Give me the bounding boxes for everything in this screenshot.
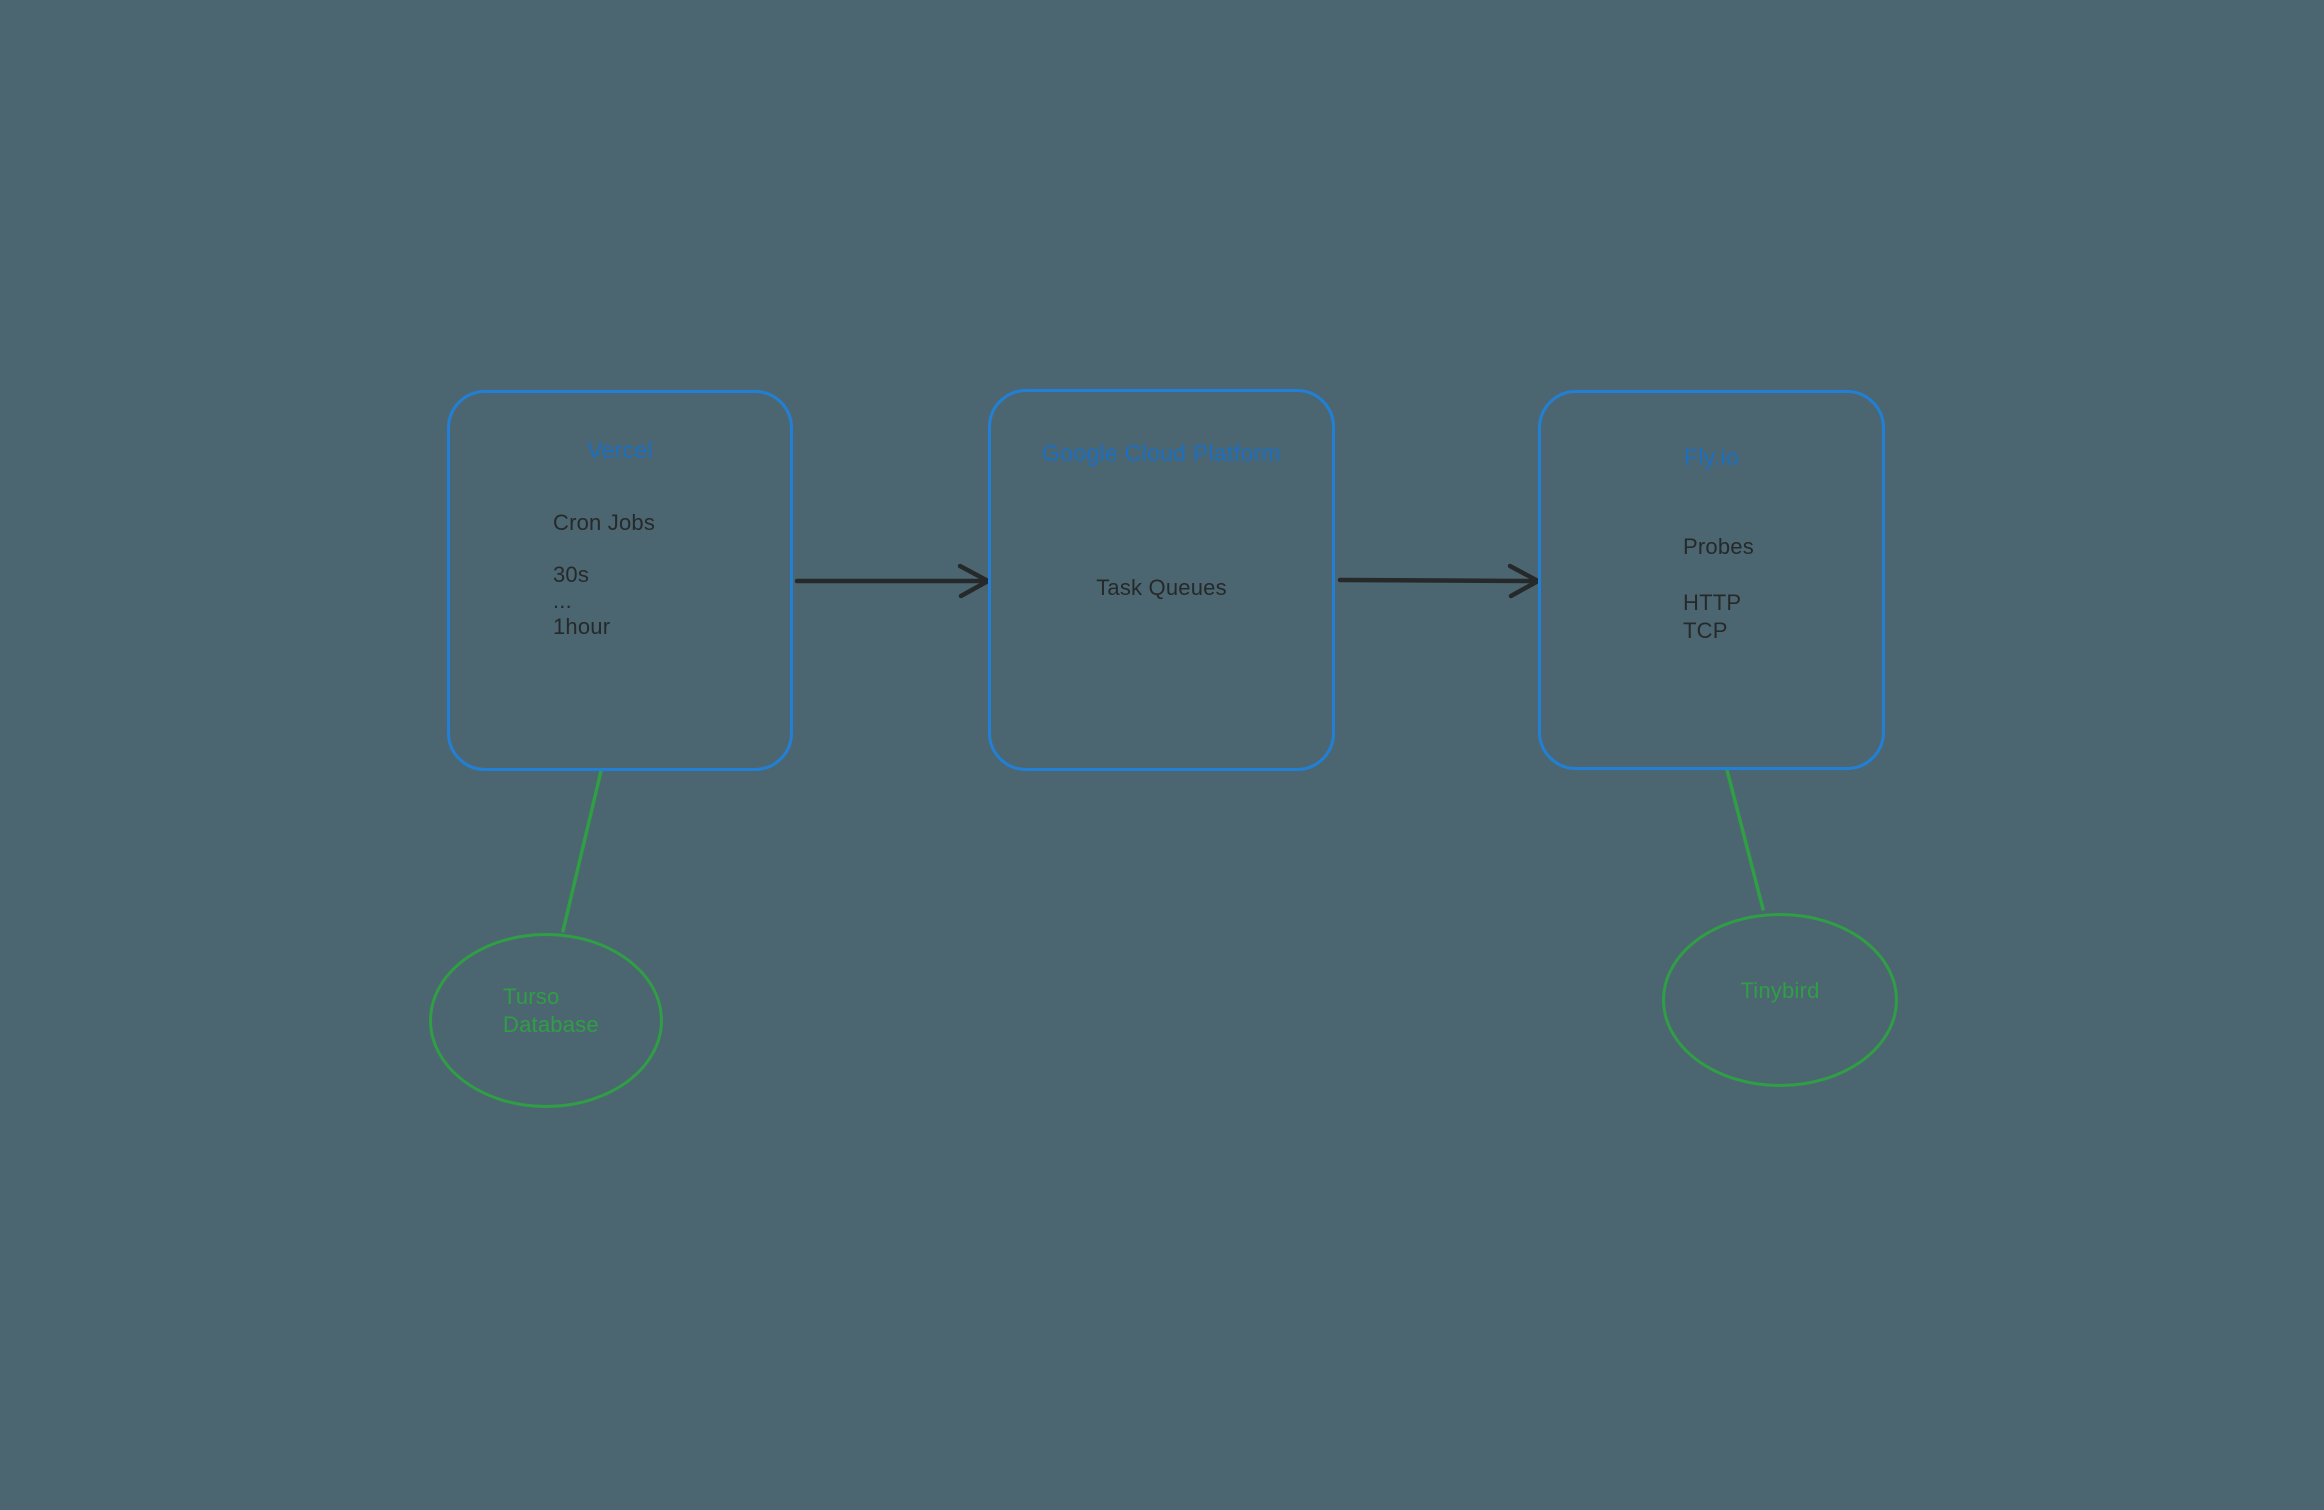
node-flyio-title: Fly.io [1683, 444, 1740, 470]
node-gcp-title: Google Cloud Platform [1042, 440, 1281, 466]
connector-flyio-to-tinybird [1725, 768, 1765, 911]
arrow-gcp-to-flyio [1337, 563, 1541, 599]
node-flyio-body: Probes HTTP TCP [1683, 534, 1754, 643]
node-turso-label: Turso Database [503, 984, 599, 1037]
node-tinybird: Tinybird [1662, 913, 1898, 1087]
node-vercel-body: Cron Jobs 30s ... 1hour [553, 510, 656, 639]
node-flyio: Fly.io Probes HTTP TCP [1538, 390, 1885, 770]
node-google-cloud-platform: Google Cloud Platform Task Queues [988, 389, 1335, 771]
node-vercel: Vercel Cron Jobs 30s ... 1hour [447, 390, 793, 771]
node-vercel-title: Vercel [587, 437, 653, 463]
node-tinybird-label: Tinybird [1740, 978, 1820, 1003]
node-gcp-body: Task Queues [1096, 575, 1227, 600]
arrowhead-icon [957, 563, 991, 599]
connector-vercel-to-turso [561, 769, 603, 933]
arrowhead-icon [1507, 563, 1541, 599]
arrow-vercel-to-gcp [794, 563, 991, 599]
arrow-shaft [1337, 577, 1536, 584]
node-turso-database: Turso Database [429, 933, 663, 1108]
